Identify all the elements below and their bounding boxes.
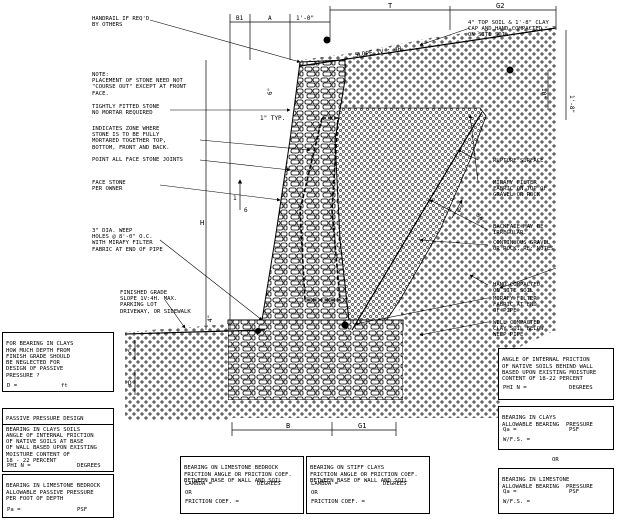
unit-psf: PSF — [77, 507, 88, 513]
unit-psf: PSF — [569, 427, 580, 433]
dim-d: D — [128, 380, 132, 387]
box-text: BEARING IN CLAYS SOILS ANGLE OF INTERNAL… — [6, 426, 97, 465]
box-bearing-bedrock-passive: BEARING IN LIMESTONE BEDROCK ALLOWABLE P… — [2, 474, 114, 518]
box-text: BEARING ON STIFF CLAYS FRICTION ANGLE OR… — [310, 465, 418, 484]
field-pa: Pa = — [7, 507, 21, 513]
footing-stones — [227, 319, 404, 401]
stone-wall — [261, 59, 351, 336]
callout-topsoil: 4" TOP SOIL & 1'-8" CLAY CAP AND HAND CO… — [468, 20, 549, 39]
dim-six-in: 6" — [267, 88, 274, 95]
box-bearing-limestone-allow: BEARING IN LIMESTONE ALLOWABLE BEARING P… — [498, 468, 614, 514]
weep-pipe-back — [341, 321, 349, 329]
callout-well-compacted: WELL COMPACTED CLAY SOIL BELOW WEEP PIPE — [493, 320, 544, 339]
box-text: BEARING IN LIMESTONE BEDROCK ALLOWABLE P… — [6, 483, 101, 502]
field-friction-coef: FRICTION COEF. = — [185, 499, 239, 505]
dim-t: T — [388, 2, 393, 10]
field-friction-coef: FRICTION COEF. = — [311, 499, 365, 505]
box-bearing-clays-note: FOR BEARING IN CLAYS HOW MUCH DEPTH FROM… — [2, 332, 114, 392]
angle-arrow — [451, 199, 463, 219]
unit-psf: PSF — [569, 489, 580, 495]
or-between-boxes: OR — [552, 457, 559, 463]
field-d: D = — [7, 383, 18, 389]
callout-mirafy-top: MIRAFY FILTER FABRIC ON TOP OF GRAVEL OR… — [493, 180, 547, 199]
callout-gravel: CONTINUOUS GRAVEL OR ROCK, RE: NOTES — [493, 240, 554, 253]
dim-b: B — [286, 422, 290, 430]
callout-weep: 3" DIA. WEEP HOLES @ 8'-0" O.C. WITH MIR… — [92, 228, 163, 253]
unit-degrees: DEGREES — [569, 385, 593, 391]
callout-mirafy-end: MIRAFY FILTER FABRIC AT END OF PIPE — [493, 296, 537, 315]
dim-one-eight-right: 1'-8" — [568, 95, 575, 113]
unit-degrees: DEGREES — [383, 481, 407, 487]
cap-marker-left — [323, 36, 331, 44]
box-bearing-stiff-clays: BEARING ON STIFF CLAYS FRICTION ANGLE OR… — [306, 456, 430, 514]
dim-six: 6 — [244, 207, 248, 214]
box-text: BEARING IN LIMESTONE ALLOWABLE BEARING P… — [502, 477, 593, 490]
cap-marker-right — [506, 66, 514, 74]
box-title: PASSIVE PRESSURE DESIGN — [3, 415, 113, 425]
field-phi: PHI N = — [7, 463, 31, 469]
right-leaders — [354, 27, 557, 337]
callout-handrail: HANDRAIL IF REQ'D BY OTHERS — [92, 16, 150, 29]
mortared-zone-outline — [299, 117, 341, 301]
unit-ft: ft — [61, 383, 68, 389]
finished-grade-line — [124, 329, 266, 335]
dim-one-ft: 1'-0" — [296, 15, 314, 22]
dim-g1: G1 — [358, 422, 366, 430]
dim-a: A — [268, 15, 272, 22]
right-dimensions — [547, 30, 567, 120]
weep-pipe-front — [255, 328, 261, 334]
front-soil — [125, 324, 228, 420]
dim-one-typ: 1" TYP. — [260, 115, 285, 122]
dim-four-in: 4" — [207, 315, 214, 322]
dim-batter: 1 — [233, 195, 237, 202]
box-bearing-limestone-friction: BEARING ON LIMESTONE BEDROCK FRICTION AN… — [180, 456, 304, 514]
callout-tight-stone: TIGHTLY FITTED STONE NO MORTAR REQUIRED — [92, 104, 160, 117]
callout-note-stone: NOTE: PLACEMENT OF STONE NEED NOT "COURS… — [92, 72, 187, 97]
unit-degrees: DEGREES — [257, 481, 281, 487]
rupture-surface-line — [351, 111, 483, 331]
box-text: BEARING IN CLAYS ALLOWABLE BEARING PRESS… — [502, 415, 593, 428]
dim-h: H — [200, 219, 204, 227]
unit-degrees: DEGREES — [77, 463, 101, 469]
dim-c: C — [128, 348, 132, 355]
box-text: FOR BEARING IN CLAYS HOW MUCH DEPTH FROM… — [6, 341, 74, 379]
field-phi: PHI N = — [503, 385, 527, 391]
right-lower-soil — [403, 330, 500, 400]
callout-mortared: INDICATES ZONE WHERE STONE IS TO BE FULL… — [92, 126, 170, 151]
field-qa: Qa = — [503, 489, 517, 495]
slope-line — [299, 27, 557, 67]
or-label: OR — [311, 490, 318, 496]
callout-point-joints: POINT ALL FACE STONE JOINTS — [92, 157, 183, 163]
callout-rupture: RUPTURE SURFACE — [493, 158, 544, 164]
or-label: OR — [185, 490, 192, 496]
box-angle-internal: ANGLE OF INTERNAL FRICTION OF NATIVE SOI… — [498, 348, 614, 400]
callout-face-stone: FACE STONE PER OWNER — [92, 180, 126, 193]
dim-ten-in: 10" — [540, 88, 547, 99]
top-dimensions — [229, 6, 557, 330]
dim-g2: G2 — [496, 2, 504, 10]
base-soil-strip — [125, 400, 500, 418]
field-qa: Qa = — [503, 427, 517, 433]
field-lambda: LAMBDA = — [185, 481, 212, 487]
bottom-dimensions — [231, 422, 397, 436]
field-wfs: W/F.S. = — [503, 437, 530, 443]
callout-backface: BACKFACE MAY BE IRREGULAR. — [493, 224, 544, 237]
box-bearing-clays-allow: BEARING IN CLAYS ALLOWABLE BEARING PRESS… — [498, 406, 614, 450]
box-text: ANGLE OF INTERNAL FRICTION OF NATIVE SOI… — [502, 357, 597, 383]
dim-two: 2 — [458, 207, 462, 214]
dim-fifty: 50° — [474, 213, 485, 226]
left-leaders — [149, 19, 311, 329]
box-text: BEARING ON LIMESTONE BEDROCK FRICTION AN… — [184, 465, 292, 484]
callout-finished-grade: FINISHED GRADE SLOPE 1V:4H. MAX. PARKING… — [120, 290, 191, 315]
field-lambda: LAMBDA = — [311, 481, 338, 487]
callout-hand-compacted: HAND COMPACTED ON SITE SOIL — [493, 282, 541, 295]
dim-b1: B1 — [236, 15, 244, 22]
field-wfs: W/F.S. = — [503, 499, 530, 505]
